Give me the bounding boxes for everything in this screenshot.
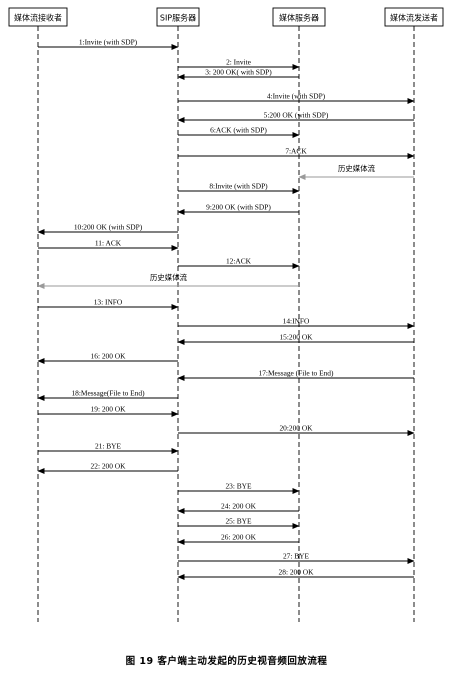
- message-label-4: 4:Invite (with SDP): [267, 92, 326, 101]
- message-label-28: 26: 200 OK: [221, 533, 257, 542]
- message-label-8: 历史媒体流: [338, 164, 376, 173]
- message-label-9: 8:Invite (with SDP): [209, 182, 268, 191]
- message-label-17: 15:200 OK: [279, 333, 313, 342]
- message-label-19: 17:Message (File to End): [259, 369, 334, 378]
- message-label-23: 21: BYE: [95, 442, 122, 451]
- sequence-diagram: 媒体流接收者 SIP服务器 媒体服务器 媒体流发送者 1:Invite (with S…: [8, 7, 444, 622]
- message-label-7: 7:ACK: [285, 147, 307, 156]
- message-label-26: 24: 200 OK: [221, 502, 257, 511]
- message-label-16: 14:INFO: [283, 317, 310, 326]
- participant-box-media: [272, 7, 326, 27]
- participant-box-recv: [8, 7, 68, 27]
- message-label-12: 11: ACK: [95, 239, 122, 248]
- message-label-15: 13: INFO: [94, 298, 123, 307]
- message-label-25: 23: BYE: [225, 482, 252, 491]
- message-label-3: 3: 200 OK( with SDP): [205, 68, 272, 77]
- message-label-29: 27: BYE: [283, 552, 310, 561]
- message-label-1: 1:Invite (with SDP): [79, 38, 138, 47]
- message-label-24: 22: 200 OK: [91, 462, 127, 471]
- participant-box-sip: [156, 7, 200, 27]
- message-label-10: 9:200 OK (with SDP): [206, 203, 271, 212]
- participant-label-media: 媒体服务器: [279, 13, 319, 23]
- message-label-13: 12:ACK: [226, 257, 252, 266]
- participant-box-send: [384, 7, 444, 27]
- message-label-2: 2: Invite: [226, 58, 252, 67]
- participant-label-sip: SIP服务器: [160, 13, 196, 23]
- message-label-6: 6:ACK (with SDP): [210, 126, 267, 135]
- message-label-20: 18:Message(File to End): [71, 389, 145, 398]
- message-label-18: 16: 200 OK: [91, 352, 127, 361]
- participant-label-send: 媒体流发送者: [390, 13, 438, 23]
- message-label-21: 19: 200 OK: [91, 405, 127, 414]
- message-label-22: 20:200 OK: [279, 424, 313, 433]
- message-label-11: 10:200 OK (with SDP): [74, 223, 143, 232]
- message-label-14: 历史媒体流: [150, 273, 188, 282]
- participant-label-recv: 媒体流接收者: [14, 13, 62, 23]
- figure-caption: 图 19 客户端主动发起的历史视音频回放流程: [125, 656, 328, 667]
- message-label-27: 25: BYE: [225, 517, 252, 526]
- message-label-5: 5:200 OK (with SDP): [264, 111, 329, 120]
- message-label-30: 28: 200 OK: [279, 568, 315, 577]
